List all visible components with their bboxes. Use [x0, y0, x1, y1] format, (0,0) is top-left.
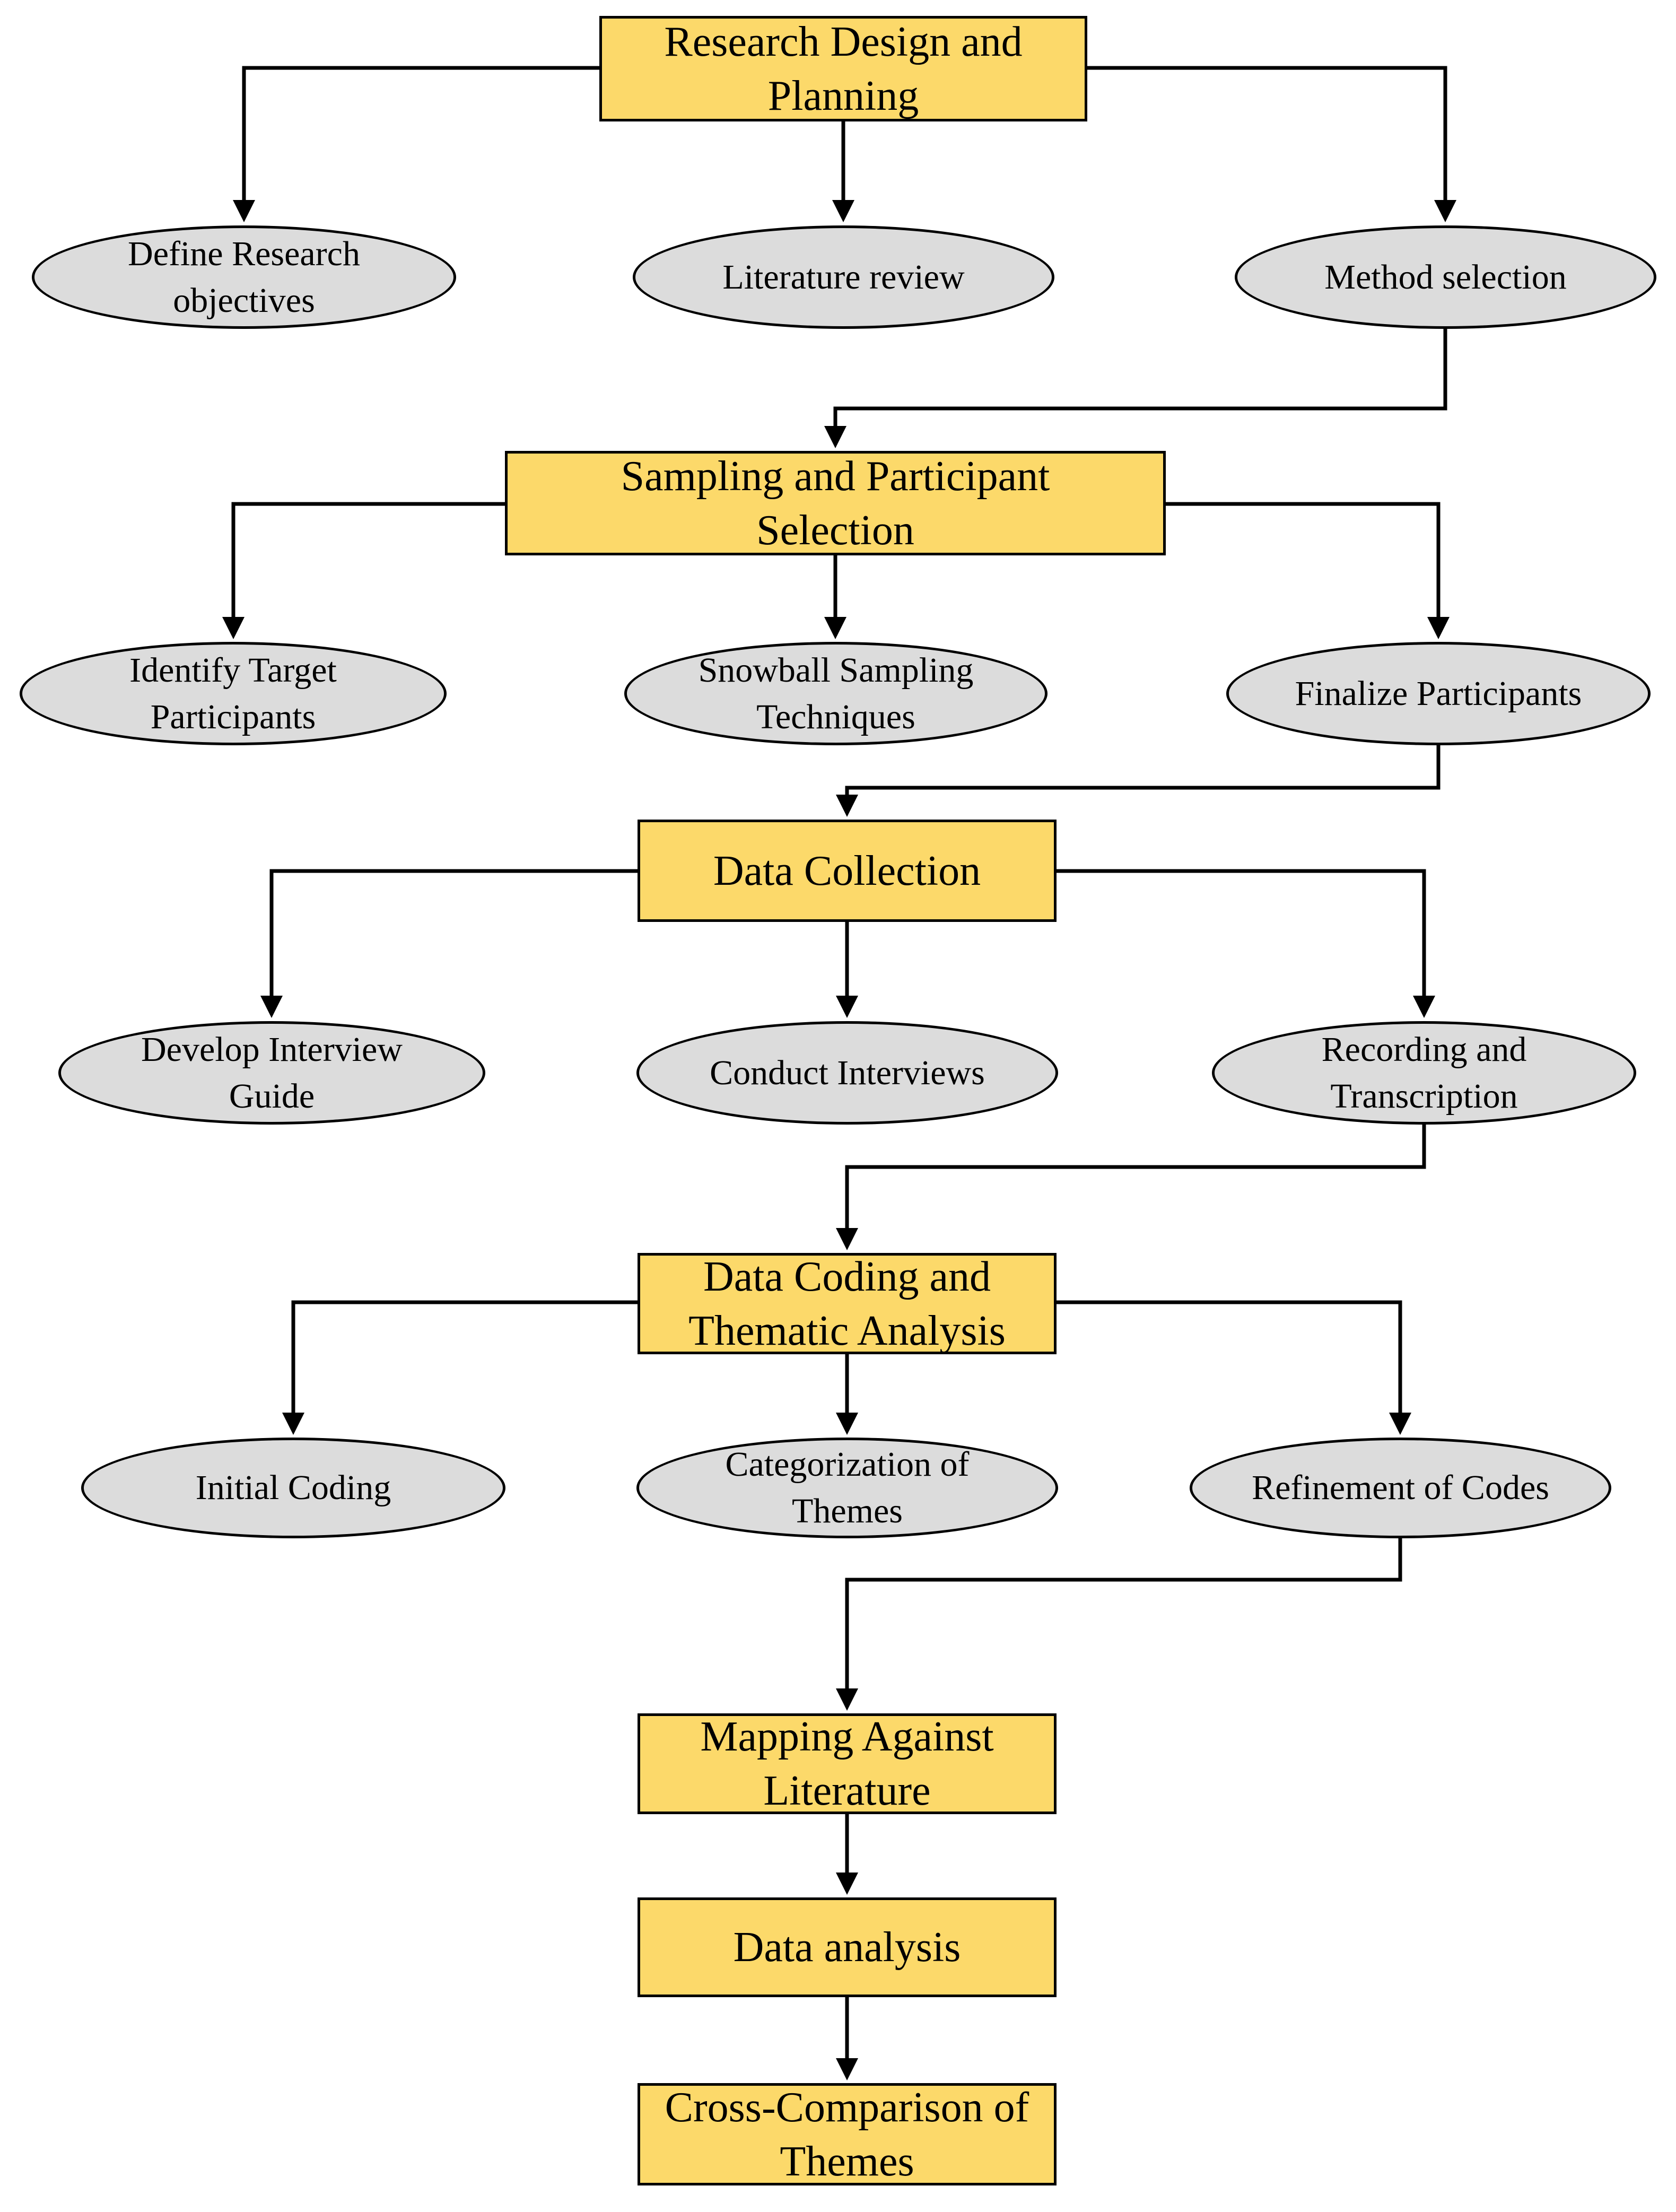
subtask-define-objectives: Define Research objectives	[32, 225, 456, 329]
subtask-label-line: Snowball Sampling	[698, 650, 974, 690]
stage-research-design: Research Design and Planning	[599, 16, 1087, 121]
connector-stage4-to-initial	[282, 1300, 638, 1435]
subtask-label-line: Literature review	[722, 257, 965, 297]
stage-label-line: Selection	[756, 507, 914, 554]
subtask-categorization-themes: Categorization of Themes	[636, 1438, 1058, 1538]
stage-label-line: Data analysis	[733, 1924, 961, 1971]
subtask-label-line: Identify Target	[129, 650, 337, 690]
subtask-develop-guide: Develop Interview Guide	[58, 1021, 485, 1125]
stage-mapping-literature: Mapping Against Literature	[638, 1713, 1057, 1814]
stage-data-collection: Data Collection	[638, 820, 1057, 922]
subtask-label-line: Participants	[150, 697, 316, 736]
connector-stage1-to-define	[233, 66, 599, 222]
subtask-snowball-sampling: Snowball Sampling Techniques	[624, 642, 1048, 745]
subtask-refinement-codes: Refinement of Codes	[1190, 1438, 1611, 1538]
stage-label-line: Research Design and	[664, 18, 1023, 65]
connector-stage3-to-develop	[260, 869, 638, 1018]
connector-finalize-to-stage3	[836, 745, 1441, 817]
stage-label-line: Planning	[767, 72, 919, 119]
connector-refinement-to-stage5	[836, 1538, 1402, 1711]
subtask-initial-coding: Initial Coding	[81, 1438, 505, 1538]
stage-label-line: Literature	[763, 1767, 931, 1814]
subtask-label-line: Conduct Interviews	[710, 1053, 985, 1092]
connector-stage3-to-recording	[1057, 869, 1435, 1018]
stage-label-line: Themes	[780, 2138, 914, 2185]
stage-label-line: Sampling and Participant	[621, 452, 1050, 500]
connector-recording-to-stage4	[836, 1125, 1426, 1250]
subtask-label-line: Method selection	[1324, 257, 1567, 297]
subtask-label-line: Techniques	[756, 697, 915, 736]
stage-label-line: Mapping Against	[700, 1713, 994, 1760]
subtask-recording-transcription: Recording and Transcription	[1212, 1021, 1636, 1125]
subtask-label-line: Categorization of	[725, 1445, 970, 1484]
stage-label-line: Thematic Analysis	[688, 1307, 1006, 1354]
subtask-label-line: Themes	[792, 1492, 903, 1530]
subtask-label-line: Recording and	[1321, 1030, 1527, 1069]
subtask-label-line: Transcription	[1330, 1076, 1518, 1116]
stage-label-line: Cross-Comparison of	[665, 2084, 1029, 2131]
subtask-conduct-interviews: Conduct Interviews	[636, 1021, 1058, 1125]
subtask-label-line: Guide	[229, 1076, 315, 1116]
stage-cross-comparison: Cross-Comparison of Themes	[638, 2083, 1057, 2185]
connector-method-to-stage2	[824, 329, 1447, 448]
subtask-method-selection: Method selection	[1235, 225, 1656, 329]
subtask-label-line: Finalize Participants	[1295, 674, 1582, 713]
subtask-label-line: Initial Coding	[195, 1468, 391, 1507]
connector-stage2-to-identify	[222, 502, 505, 639]
stage-data-coding: Data Coding and Thematic Analysis	[638, 1253, 1057, 1354]
subtask-label-line: objectives	[173, 281, 315, 320]
stage-data-analysis: Data analysis	[638, 1897, 1057, 1997]
subtask-label-line: Define Research	[128, 234, 360, 273]
subtask-finalize-participants: Finalize Participants	[1226, 642, 1651, 745]
subtask-literature-review: Literature review	[633, 225, 1054, 329]
connector-stage4-to-refinement	[1057, 1300, 1411, 1435]
stage-sampling: Sampling and Participant Selection	[505, 451, 1166, 555]
subtask-label-line: Develop Interview	[141, 1030, 403, 1069]
subtask-identify-participants: Identify Target Participants	[20, 642, 447, 745]
connector-stage2-to-finalize	[1166, 502, 1450, 639]
subtask-label-line: Refinement of Codes	[1252, 1468, 1549, 1507]
connector-stage1-to-method	[1087, 66, 1456, 222]
stage-label-line: Data Collection	[713, 847, 981, 894]
stage-label-line: Data Coding and	[703, 1253, 991, 1300]
